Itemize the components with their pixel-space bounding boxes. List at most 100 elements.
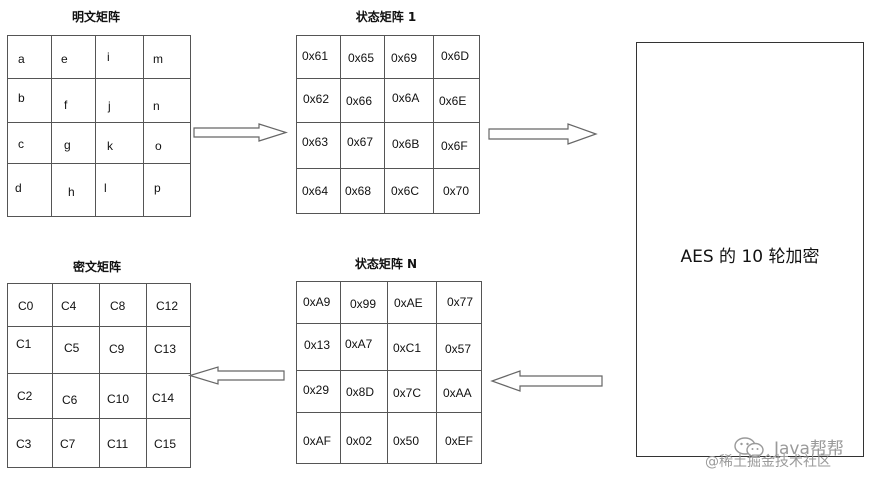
matrix-cell: 0x99 <box>340 281 388 324</box>
matrix-cell-value: 0x6B <box>392 137 420 151</box>
matrix-cell-value: C1 <box>16 337 32 351</box>
matrix-cell-value: C6 <box>62 393 78 407</box>
matrix-cell: 0x64 <box>296 168 341 214</box>
matrix-cell: C2 <box>7 373 53 419</box>
matrix-cell-value: j <box>108 99 111 113</box>
matrix-cell-value: d <box>15 181 22 195</box>
matrix-cell: 0x13 <box>296 323 341 371</box>
matrix-cell-value: 0x63 <box>302 135 329 149</box>
matrix-row: 0x64 0x68 0x6C 0x70 <box>296 168 480 214</box>
matrix-cell: m <box>143 35 191 79</box>
matrix-cell: 0x50 <box>387 412 437 464</box>
matrix-cell: C9 <box>99 326 147 374</box>
matrix-cell-value: 0x6D <box>441 49 470 63</box>
matrix-cell: C1 <box>7 326 53 374</box>
matrix-cell: 0x61 <box>296 35 341 79</box>
matrix-cell: 0x6A <box>384 78 434 123</box>
matrix-cell-value: 0x67 <box>347 135 374 149</box>
matrix-cell: i <box>95 35 144 79</box>
matrix-cell-value: 0x02 <box>346 434 373 448</box>
matrix-cell: 0x68 <box>340 168 385 214</box>
matrix-cell: 0x70 <box>433 168 480 214</box>
matrix-cell: 0x6E <box>433 78 480 123</box>
matrix-cell-value: 0x77 <box>447 295 474 309</box>
matrix-cell-value: a <box>18 52 25 66</box>
matrix-cell: C0 <box>7 283 53 327</box>
matrix-cell: 0xA9 <box>296 281 341 324</box>
matrix-cell-value: 0x64 <box>302 184 329 198</box>
matrix-cell-value: C5 <box>64 341 80 355</box>
wechat-logo-icon <box>734 437 764 458</box>
matrix-cell-value: n <box>153 99 160 113</box>
matrix-cell: p <box>143 163 191 217</box>
matrix-cell: n <box>143 78 191 123</box>
matrix-cell: 0x69 <box>384 35 434 79</box>
matrix-cell: 0x65 <box>340 35 385 79</box>
matrix-cell: 0x8D <box>340 370 388 413</box>
matrix-cell-value: b <box>18 91 25 105</box>
matrix-cell: 0x02 <box>340 412 388 464</box>
matrix-cell: 0xAF <box>296 412 341 464</box>
matrix-cell-value: e <box>61 52 68 66</box>
matrix-cell-value: l <box>104 181 107 195</box>
matrix-cell-value: 0x50 <box>393 434 420 448</box>
matrix-cell-value: 0x62 <box>303 92 330 106</box>
matrix-cell-value: 0x65 <box>348 51 375 65</box>
matrix-cell-value: 0x68 <box>345 184 372 198</box>
matrix-cell: 0xEF <box>436 412 482 464</box>
matrix-cell: 0x57 <box>436 323 482 371</box>
matrix-cell-value: C14 <box>152 391 175 405</box>
matrix-cell-value: 0x70 <box>443 184 470 198</box>
matrix-cell-value: c <box>18 137 24 151</box>
matrix-cell: 0x62 <box>296 78 341 123</box>
matrix-cell-value: C2 <box>17 389 33 403</box>
matrix-cell-value: f <box>64 98 68 112</box>
matrix-cell: l <box>95 163 144 217</box>
state-matrix-n-title: 状态矩阵 N <box>354 257 418 271</box>
matrix-row: 0xAF 0x02 0x50 0xEF <box>296 412 482 464</box>
matrix-cell-value: 0x6E <box>439 94 467 108</box>
arrow-plaintext-to-state1 <box>193 123 288 142</box>
matrix-cell: 0x6D <box>433 35 480 79</box>
matrix-cell-value: m <box>153 52 163 66</box>
matrix-cell: o <box>143 122 191 164</box>
matrix-cell-value: C11 <box>107 437 129 451</box>
matrix-cell: 0x6C <box>384 168 434 214</box>
matrix-row: 0x61 0x65 0x69 0x6D <box>296 35 480 79</box>
aes-rounds-box: AES 的 10 轮加密 <box>636 42 864 457</box>
matrix-cell: C15 <box>146 418 191 468</box>
matrix-cell: C3 <box>7 418 53 468</box>
matrix-cell: C6 <box>52 373 100 419</box>
matrix-cell-value: 0x6F <box>441 139 468 153</box>
matrix-cell-value: 0x7C <box>393 386 422 400</box>
matrix-cell: b <box>7 78 52 123</box>
arrow-state1-to-aes <box>488 123 598 145</box>
matrix-cell-value: o <box>155 139 162 153</box>
matrix-cell: C5 <box>52 326 100 374</box>
matrix-cell: C4 <box>52 283 100 327</box>
matrix-cell-value: 0x57 <box>445 342 472 356</box>
watermark-source: @稀土掘金技术社区 <box>705 454 831 470</box>
matrix-cell-value: 0xEF <box>445 434 474 448</box>
matrix-cell-value: h <box>68 185 75 199</box>
matrix-cell-value: 0xAE <box>394 296 423 310</box>
ciphertext-matrix-title: 密文矩阵 <box>72 260 121 274</box>
matrix-cell-value: g <box>64 138 71 152</box>
matrix-cell: 0x6F <box>433 122 480 169</box>
matrix-cell: a <box>7 35 52 79</box>
matrix-cell: 0x66 <box>340 78 385 123</box>
matrix-cell-value: 0x8D <box>346 385 375 399</box>
matrix-cell-value: 0x99 <box>350 297 377 311</box>
matrix-cell: 0x67 <box>340 122 385 169</box>
matrix-cell-value: p <box>154 181 161 195</box>
